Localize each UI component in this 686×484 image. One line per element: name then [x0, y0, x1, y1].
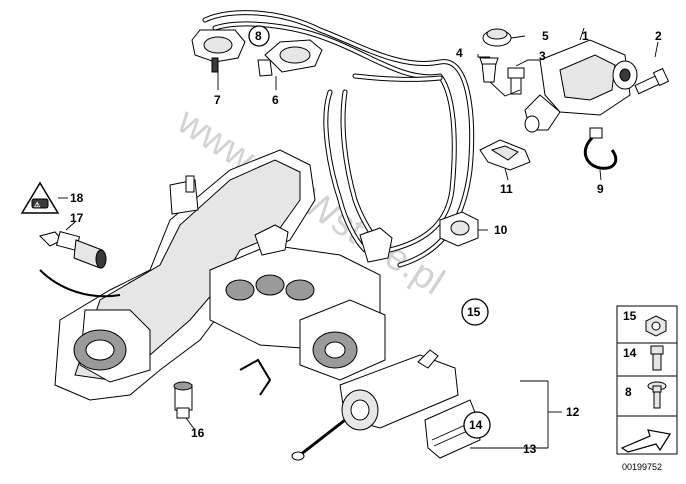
- pressure-sensor-7: [191, 29, 246, 73]
- svg-text:1: 1: [582, 29, 589, 43]
- svg-text:7: 7: [214, 93, 221, 107]
- callout-1[interactable]: 1: [582, 29, 589, 43]
- callout-2[interactable]: 2: [655, 29, 662, 43]
- svg-text:18: 18: [70, 191, 84, 205]
- valve-block: [209, 224, 393, 381]
- svg-text:12: 12: [566, 405, 580, 419]
- arrow-icon: [620, 429, 671, 453]
- transmission-housing: [54, 149, 316, 401]
- slave-cylinder-12: [291, 349, 459, 461]
- clip-10: [439, 211, 479, 247]
- callout-10[interactable]: 10: [494, 223, 508, 237]
- svg-text:11: 11: [500, 182, 513, 196]
- svg-text:16: 16: [191, 426, 205, 440]
- callout-16[interactable]: 16: [191, 426, 205, 440]
- svg-text:5: 5: [542, 29, 549, 43]
- pressure-sensor-6: [257, 39, 323, 77]
- bolt-2: [634, 67, 670, 95]
- svg-text:13: 13: [523, 442, 537, 456]
- filter-4: [479, 57, 499, 83]
- svg-text:4: 4: [456, 46, 463, 60]
- svg-text:15: 15: [467, 305, 481, 319]
- cap-5: [482, 28, 512, 47]
- callout-4[interactable]: 4: [456, 46, 463, 60]
- svg-text:2: 2: [655, 29, 662, 43]
- sensor-16: [173, 381, 193, 419]
- svg-text:6: 6: [272, 93, 279, 107]
- callout-9[interactable]: 9: [597, 182, 604, 196]
- temperature-sensor-17: [39, 231, 107, 269]
- screw-3: [507, 67, 525, 95]
- callout-15[interactable]: 15: [461, 298, 489, 326]
- legend-item-bolt-14[interactable]: 14: [623, 345, 664, 371]
- callout-12[interactable]: 12: [566, 405, 580, 419]
- holder-11: [479, 139, 531, 171]
- callout-3[interactable]: 3: [539, 49, 546, 63]
- callout-14[interactable]: 14: [463, 411, 491, 439]
- svg-text:3: 3: [539, 49, 546, 63]
- svg-text:9: 9: [597, 182, 604, 196]
- svg-text:10: 10: [494, 223, 508, 237]
- callout-17[interactable]: 17: [70, 211, 84, 225]
- lines-12-13: [470, 380, 562, 449]
- hydraulic-pump-1: [524, 39, 638, 133]
- callout-11[interactable]: 11: [500, 182, 513, 196]
- svg-text:8: 8: [625, 385, 632, 399]
- svg-text:17: 17: [70, 211, 84, 225]
- callout-5[interactable]: 5: [542, 29, 549, 43]
- cable-strap-9: [583, 127, 618, 170]
- callout-6[interactable]: 6: [272, 93, 279, 107]
- legend-item-nut[interactable]: 15: [623, 309, 667, 337]
- callout-18[interactable]: 18: [70, 191, 84, 205]
- svg-text:8: 8: [255, 29, 262, 43]
- callout-7[interactable]: 7: [214, 93, 221, 107]
- callout-13[interactable]: 13: [523, 442, 537, 456]
- svg-text:14: 14: [469, 418, 483, 432]
- hardware-legend: 15 14 8: [616, 305, 678, 455]
- svg-text:⚠: ⚠: [34, 201, 41, 209]
- warning-label-18: ⚠: [20, 181, 60, 214]
- diagram-id: 00199752: [622, 462, 662, 472]
- svg-text:15: 15: [623, 309, 637, 323]
- legend-item-bolt-8[interactable]: 8: [625, 381, 667, 409]
- svg-text:14: 14: [623, 346, 637, 360]
- callout-8[interactable]: 8: [248, 25, 270, 47]
